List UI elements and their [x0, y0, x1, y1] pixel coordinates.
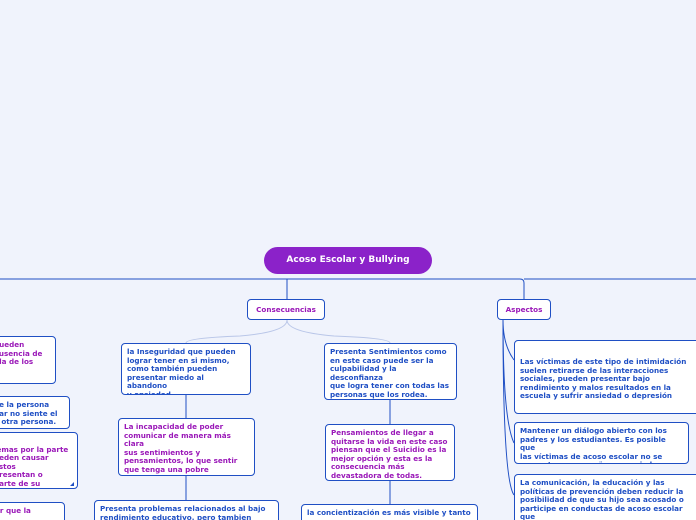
- connector-cons-left: [185, 319, 288, 344]
- consecuencia-inseguridad[interactable]: la Inseguridad que pueden lograr tener e…: [121, 343, 251, 395]
- connector-bus: [0, 278, 525, 299]
- left-node-1[interactable]: pueden ausencia de ida de los: [0, 336, 56, 384]
- central-topic[interactable]: Acoso Escolar y Bullying: [264, 247, 432, 274]
- connector-aspecto-1: [502, 319, 515, 361]
- consecuencia-concientizacion[interactable]: la concientización es más visible y tant…: [301, 504, 478, 520]
- connector-cons-right: [286, 319, 391, 344]
- topic-aspectos[interactable]: Aspectos: [497, 299, 551, 320]
- left-node-3-text: lemas por la parte ueden causar estos pr…: [0, 444, 69, 488]
- consecuencia-incapacidad[interactable]: La incapacidad de poder comunicar de man…: [118, 418, 255, 476]
- consecuencia-rendimiento[interactable]: Presenta problemas relacionados al bajo …: [94, 500, 279, 520]
- connector-aspecto-3: [502, 319, 515, 496]
- resize-corner-icon[interactable]: [70, 482, 74, 486]
- left-node-3[interactable]: lemas por la parte ueden causar estos pr…: [0, 432, 78, 489]
- consecuencia-pensamientos[interactable]: Pensamientos de llegar a quitarse la vid…: [325, 424, 455, 481]
- topic-consecuencias[interactable]: Consecuencias: [247, 299, 325, 320]
- left-node-2[interactable]: de la persona nar no siente el a otra pe…: [0, 396, 70, 429]
- aspecto-comunicacion[interactable]: La comunicación, la educación y las polí…: [514, 474, 696, 520]
- left-node-4[interactable]: tir que la: [0, 502, 65, 520]
- consecuencia-sentimientos[interactable]: Presenta Sentimientos como en este caso …: [324, 343, 457, 400]
- aspecto-dialogo[interactable]: Mantener un diálogo abierto con los padr…: [514, 422, 689, 464]
- aspecto-victimas[interactable]: Las víctimas de este tipo de intimidació…: [514, 340, 696, 414]
